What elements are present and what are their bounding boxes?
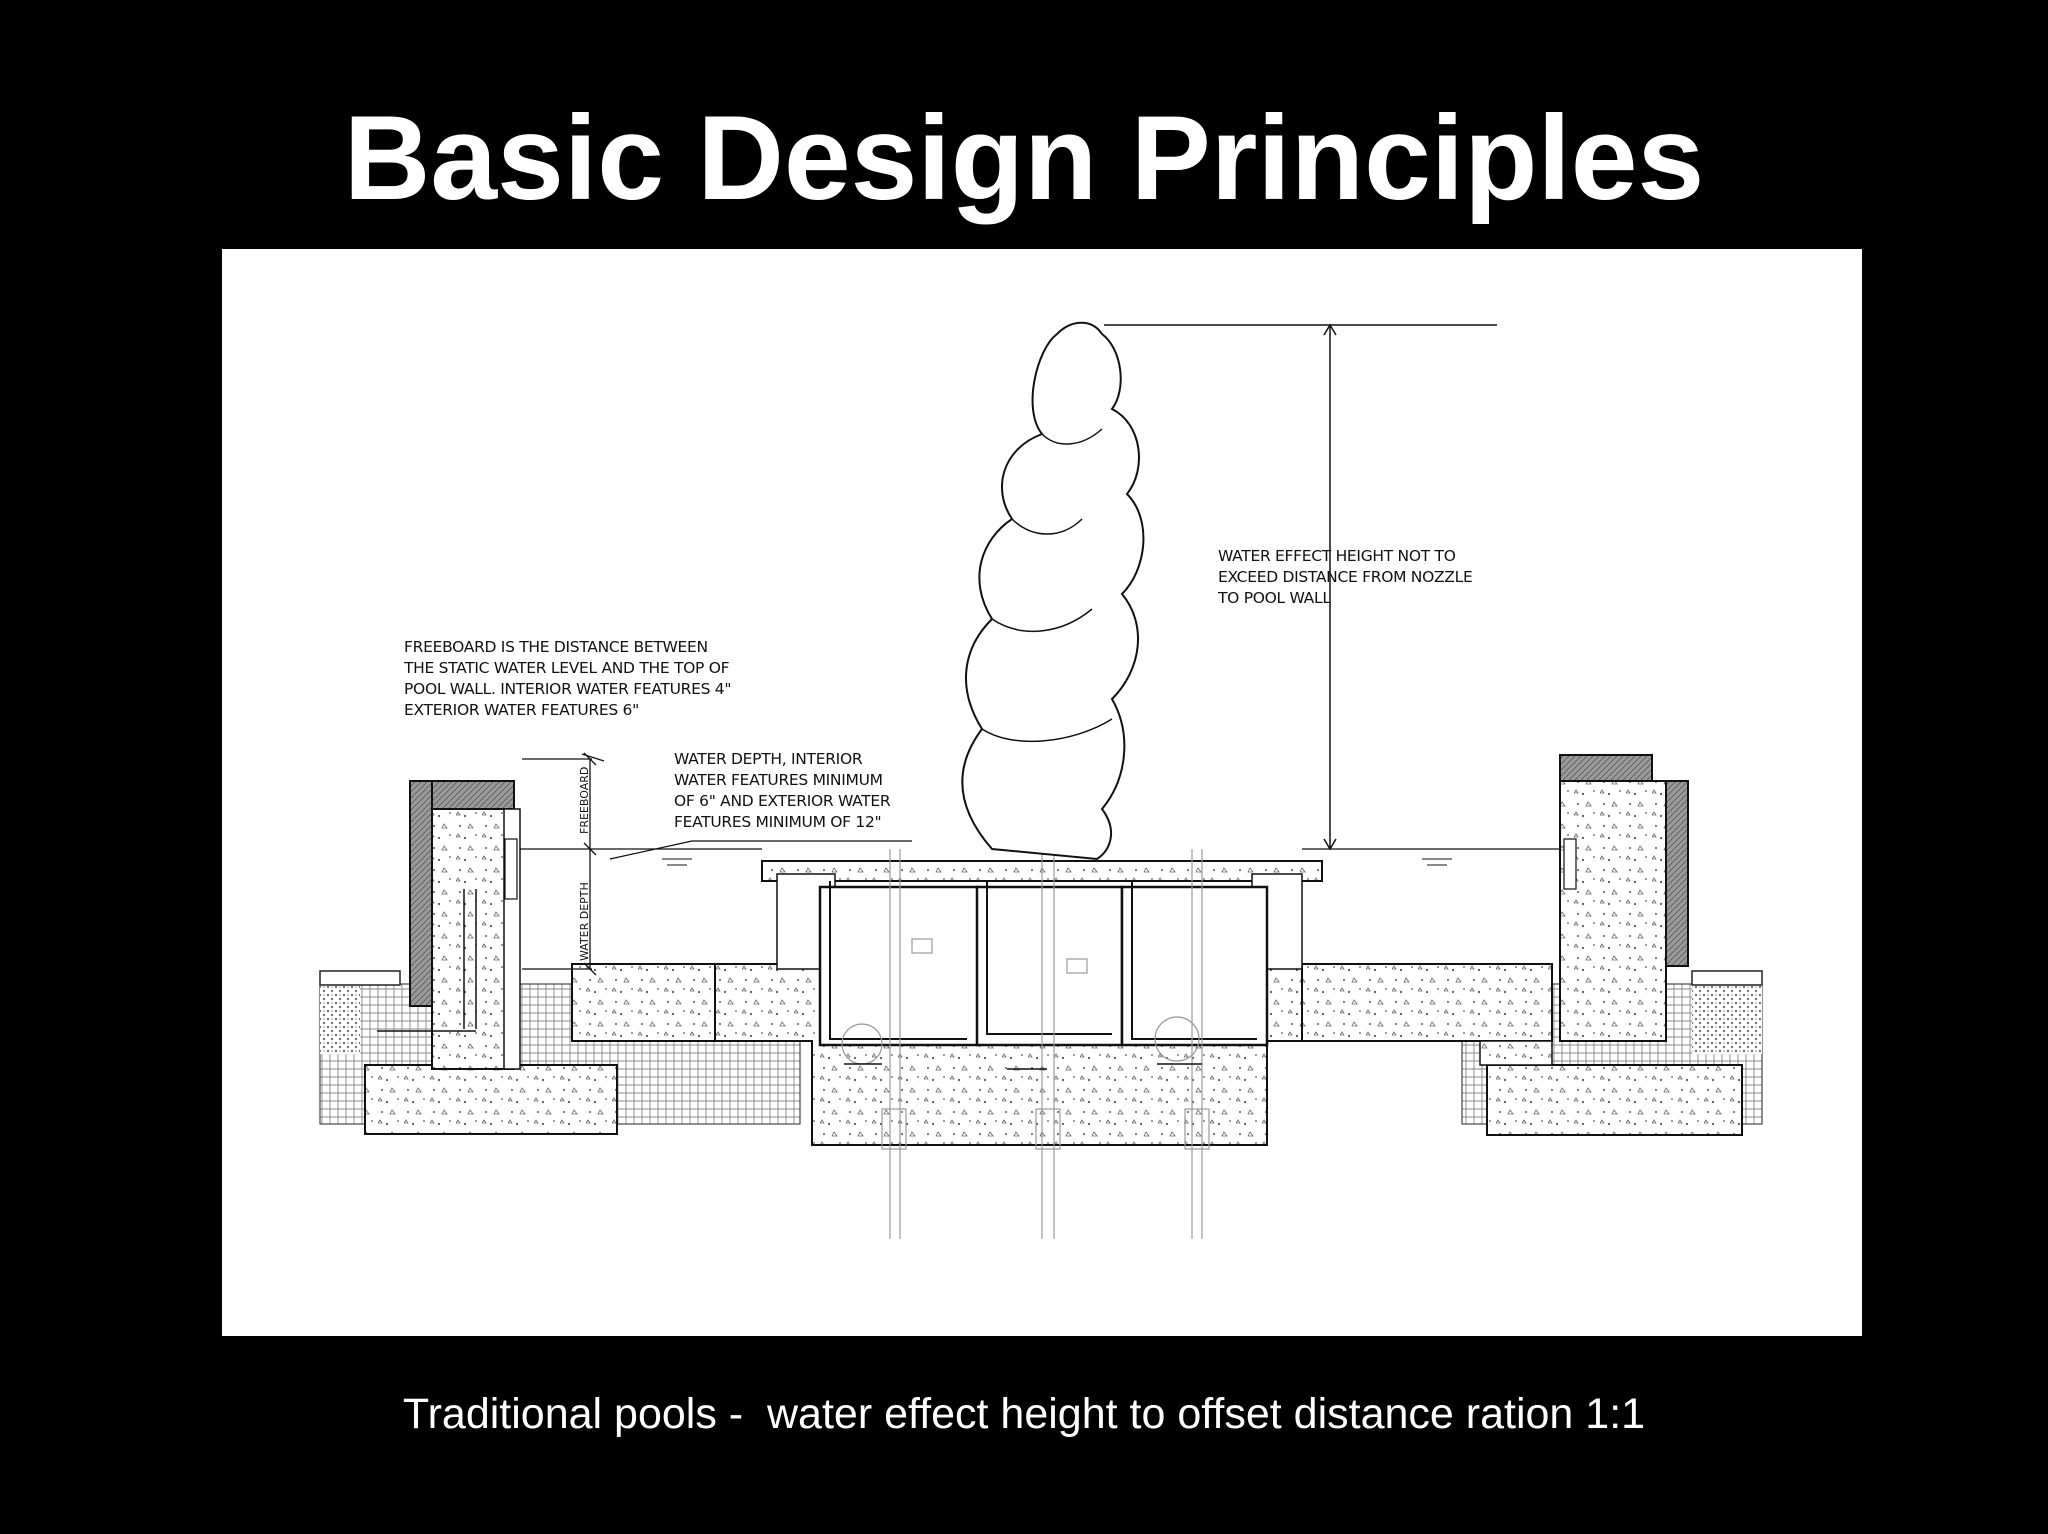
leader-lines: [609, 840, 912, 860]
effect-height-note-line-2: EXCEED DISTANCE FROM NOZZLE: [1218, 568, 1472, 586]
water-depth-dimension-label: WATER DEPTH: [578, 882, 591, 961]
slide-title: Basic Design Principles: [343, 91, 1705, 225]
water-depth-note-line-3: OF 6" AND EXTERIOR WATER: [674, 792, 891, 810]
fountain-section-drawing: FREEBOARD IS THE DISTANCE BETWEEN THE ST…: [222, 249, 1862, 1336]
freeboard-note-line-3: POOL WALL. INTERIOR WATER FEATURES 4": [404, 680, 731, 698]
effect-height-note-line-3: TO POOL WALL: [1217, 589, 1331, 607]
left-pool-wall: [377, 780, 521, 1070]
freeboard-note-line-4: EXTERIOR WATER FEATURES 6": [404, 701, 639, 719]
fountain-plume: [961, 321, 1145, 861]
effect-height-note-line-1: WATER EFFECT HEIGHT NOT TO: [1218, 547, 1456, 565]
static-water-level: [520, 848, 1560, 866]
effect-height-dimension: [1104, 323, 1497, 851]
slide-caption: Traditional pools - water effect height …: [402, 1390, 1646, 1438]
freeboard-dimension: [522, 752, 605, 976]
water-depth-note-line-2: WATER FEATURES MINIMUM: [674, 771, 883, 789]
section-diagram-svg: FREEBOARD IS THE DISTANCE BETWEEN THE ST…: [319, 321, 1763, 1239]
freeboard-note-line-1: FREEBOARD IS THE DISTANCE BETWEEN: [404, 638, 708, 656]
freeboard-note: FREEBOARD IS THE DISTANCE BETWEEN THE ST…: [403, 638, 736, 719]
effect-height-note: WATER EFFECT HEIGHT NOT TO EXCEED DISTAN…: [1217, 547, 1477, 607]
water-depth-note: WATER DEPTH, INTERIOR WATER FEATURES MIN…: [674, 750, 895, 831]
water-depth-note-line-1: WATER DEPTH, INTERIOR: [674, 750, 863, 768]
freeboard-note-line-2: THE STATIC WATER LEVEL AND THE TOP OF: [403, 659, 730, 677]
equipment-vaults: [761, 844, 1323, 1239]
freeboard-dimension-label: FREEBOARD: [578, 767, 591, 834]
right-pool-wall: [1559, 754, 1689, 1042]
water-depth-note-line-4: FEATURES MINIMUM OF 12": [674, 813, 881, 831]
